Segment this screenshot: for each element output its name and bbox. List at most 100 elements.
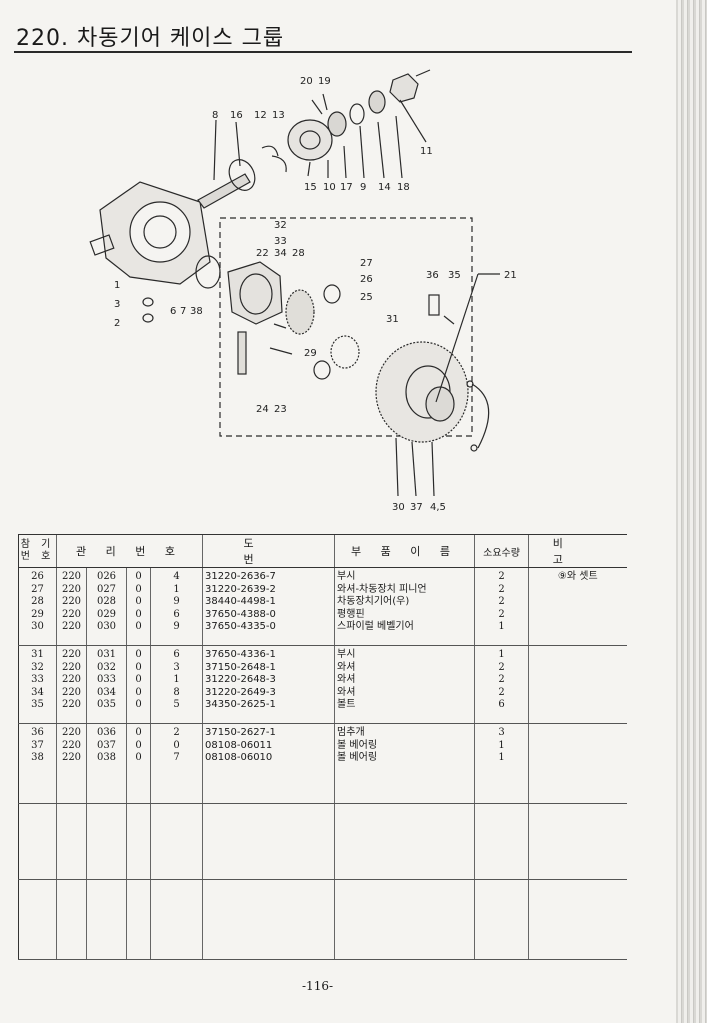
cell-dwg-value: 37650-4335-0 — [205, 621, 276, 633]
cell-qty-value: 2 — [498, 674, 505, 686]
callout-11: 11 — [420, 146, 433, 157]
ring-gear-shape — [375, 341, 469, 443]
cell-m4-value: 2 — [173, 727, 180, 738]
cell-m4-value: 5 — [173, 699, 180, 711]
cell-name-value: 부시 — [337, 571, 356, 582]
cell-no-value: 36 — [31, 727, 44, 738]
cell-empty — [202, 879, 335, 960]
callout-2: 2 — [114, 318, 120, 329]
cell-name-value: 와셔-차동장치 피니언 — [337, 583, 427, 595]
page-edge — [676, 0, 707, 1023]
pinion-shaft-shape — [197, 173, 251, 209]
cell-empty — [474, 879, 529, 960]
cell-no-value: 30 — [31, 621, 44, 633]
cell-qty-value: 1 — [498, 752, 505, 764]
table-header: 참 기 번 호 관 리 번 호 도 번 부 품 이 름 소요수량 비 고 — [18, 534, 627, 568]
cell-m2-value: 038 — [96, 752, 117, 764]
callout-24: 24 — [256, 404, 269, 415]
callout-38: 38 — [190, 306, 203, 317]
cell-dwg-value: 37650-4388-0 — [205, 608, 276, 620]
cell-m2-value: 035 — [96, 699, 117, 711]
cell-dwg-value: 08108-06011 — [205, 739, 273, 751]
cell-m3-value: 0 — [135, 674, 142, 686]
cell-empty — [149, 803, 203, 880]
cell-empty — [18, 803, 57, 880]
cell-dwg-value: 31220-2648-3 — [205, 674, 276, 686]
cell-dwg-value: 31220-2639-2 — [205, 583, 276, 595]
header-mgmt-no: 관 리 번 호 — [55, 534, 203, 568]
page-number: -116- — [302, 979, 334, 993]
cell-no-value: 38 — [31, 752, 44, 764]
cell-qty-value: 1 — [498, 739, 505, 751]
cell-m2-value: 037 — [96, 739, 117, 751]
callout-31: 31 — [386, 314, 399, 325]
cell-dwg-value: 37150-2627-1 — [205, 727, 276, 738]
cell-name-value: 차동장치기어(우) — [337, 596, 410, 608]
cell-m4-value: 1 — [173, 674, 180, 686]
cell-m3-value: 0 — [135, 583, 142, 595]
cell-empty — [18, 879, 57, 960]
callout-36: 36 — [426, 270, 439, 281]
callout-35: 35 — [448, 270, 461, 281]
cell-no-value: 28 — [31, 596, 44, 608]
callout-13: 13 — [272, 110, 285, 121]
cell-m3-value: 0 — [135, 752, 142, 764]
cell-m2-value: 028 — [96, 596, 117, 608]
cell-no-value: 35 — [31, 699, 44, 711]
cell-m2-value: 026 — [96, 571, 117, 582]
cell-m3-value: 0 — [135, 596, 142, 608]
cell-empty — [56, 879, 87, 960]
cell-name-value: 부시 — [337, 649, 356, 660]
callout-23: 23 — [274, 404, 287, 415]
cell-qty-value: 2 — [498, 686, 505, 698]
cell-m2-value: 027 — [96, 583, 117, 595]
cell-dwg-value: 38440-4498-1 — [205, 596, 276, 608]
table-row-empty — [18, 879, 627, 960]
callout-9: 9 — [360, 182, 366, 193]
header-drawing-no: 도 번 — [202, 534, 335, 568]
header-part-name: 부 품 이 름 — [334, 534, 475, 568]
cell-empty — [528, 879, 627, 960]
callout-32: 32 — [274, 220, 287, 231]
callout-21: 21 — [504, 270, 517, 281]
callout-4-5: 4,5 — [430, 502, 446, 513]
cell-m2-value: 032 — [96, 661, 117, 673]
cell-remark — [528, 723, 627, 804]
cell-empty — [149, 879, 203, 960]
cell-name-value: 볼 베어링 — [337, 739, 378, 751]
callout-18: 18 — [397, 182, 410, 193]
callout-8: 8 — [212, 110, 218, 121]
cell-m2-value: 029 — [96, 608, 117, 620]
cell-m1-value: 220 — [61, 608, 82, 620]
cell-no-value: 37 — [31, 739, 44, 751]
callout-14: 14 — [378, 182, 391, 193]
cell-name-value: 멈추개 — [337, 727, 365, 738]
callout-15: 15 — [304, 182, 317, 193]
cell-m1-value: 220 — [61, 571, 82, 582]
cell-remark-value: ⑨와 셋트 — [557, 571, 598, 582]
callout-1: 1 — [114, 280, 120, 291]
manual-page: 220. 차동기어 케이스 그룹 — [14, 26, 632, 993]
cell-m1-value: 220 — [61, 699, 82, 711]
cell-name-value: 평행핀 — [337, 608, 365, 620]
cell-dwg-value: 34350-2625-1 — [205, 699, 276, 711]
callout-20: 20 — [300, 76, 313, 87]
callout-37: 37 — [410, 502, 423, 513]
cell-m1-value: 220 — [61, 583, 82, 595]
